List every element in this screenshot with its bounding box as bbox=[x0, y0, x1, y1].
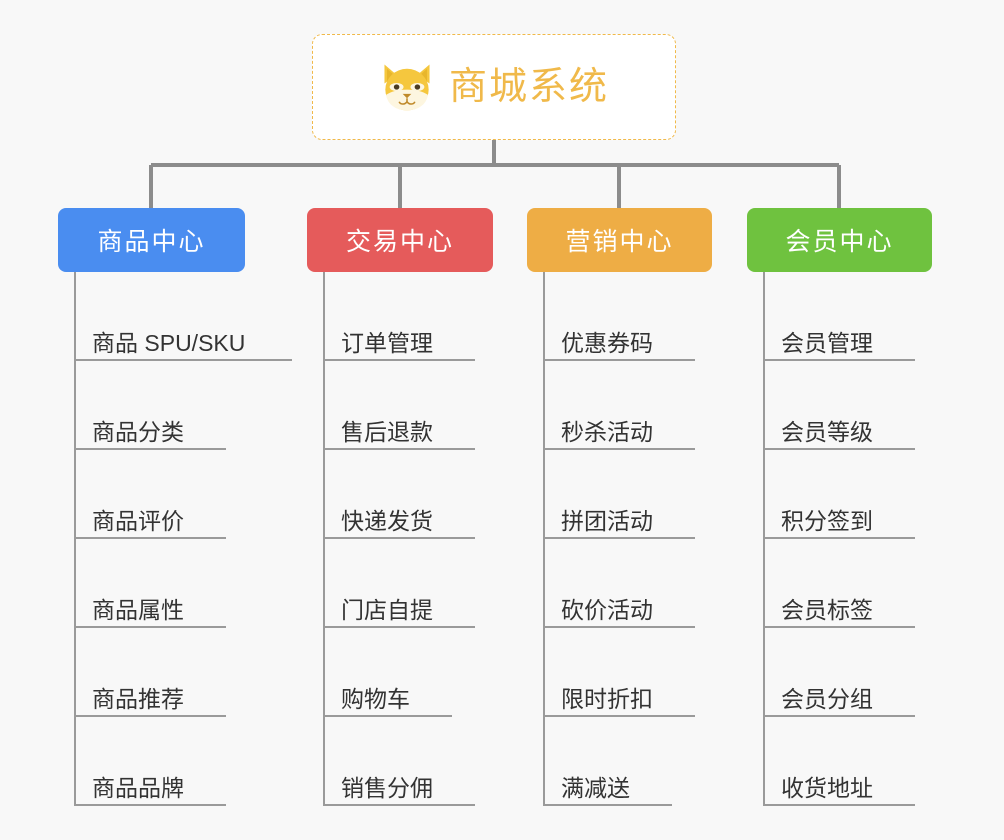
leaf-underline bbox=[74, 626, 226, 628]
category-label: 交易中心 bbox=[345, 228, 454, 256]
category-header-member-center[interactable]: 会员中心 bbox=[747, 208, 932, 272]
leaf-underline bbox=[763, 626, 915, 628]
leaf-underline bbox=[74, 359, 292, 361]
leaf-label: 砍价活动 bbox=[561, 597, 653, 623]
column-spine bbox=[543, 272, 545, 806]
leaf-underline bbox=[323, 715, 452, 717]
leaf-label: 会员标签 bbox=[781, 597, 873, 623]
root-title: 商城系统 bbox=[448, 66, 609, 108]
leaf-item[interactable]: 会员分组 bbox=[747, 628, 932, 717]
category-label: 商品中心 bbox=[97, 228, 206, 256]
leaf-list-product-center: 商品 SPU/SKU 商品分类 商品评价 商品属性 商品推荐 商品品牌 bbox=[58, 272, 292, 806]
leaf-underline bbox=[74, 448, 226, 450]
column-spine bbox=[763, 272, 765, 806]
leaf-underline bbox=[323, 359, 475, 361]
leaf-underline bbox=[543, 359, 695, 361]
leaf-item[interactable]: 商品属性 bbox=[58, 539, 245, 628]
leaf-underline bbox=[323, 804, 475, 806]
leaf-list-member-center: 会员管理 会员等级 积分签到 会员标签 会员分组 收货地址 bbox=[747, 272, 932, 806]
leaf-label: 会员管理 bbox=[781, 330, 873, 356]
leaf-underline bbox=[763, 359, 915, 361]
leaf-item[interactable]: 会员管理 bbox=[747, 272, 932, 361]
leaf-underline bbox=[323, 537, 475, 539]
leaf-label: 商品属性 bbox=[92, 597, 184, 623]
category-label: 会员中心 bbox=[785, 228, 894, 256]
leaf-item[interactable]: 商品 SPU/SKU bbox=[58, 272, 292, 361]
leaf-item[interactable]: 商品品牌 bbox=[58, 717, 245, 806]
leaf-label: 会员等级 bbox=[781, 419, 873, 445]
leaf-label: 优惠券码 bbox=[561, 330, 653, 356]
leaf-underline bbox=[763, 448, 915, 450]
leaf-label: 拼团活动 bbox=[561, 508, 653, 534]
leaf-underline bbox=[543, 715, 695, 717]
leaf-item[interactable]: 会员标签 bbox=[747, 539, 932, 628]
leaf-label: 快递发货 bbox=[341, 508, 433, 534]
leaf-item[interactable]: 订单管理 bbox=[307, 272, 493, 361]
leaf-label: 限时折扣 bbox=[561, 686, 653, 712]
leaf-label: 订单管理 bbox=[341, 330, 433, 356]
leaf-label: 积分签到 bbox=[781, 508, 873, 534]
leaf-item[interactable]: 购物车 bbox=[307, 628, 493, 717]
leaf-item[interactable]: 砍价活动 bbox=[527, 539, 712, 628]
leaf-item[interactable]: 秒杀活动 bbox=[527, 361, 712, 450]
leaf-label: 售后退款 bbox=[341, 419, 433, 445]
leaf-underline bbox=[543, 626, 695, 628]
leaf-item[interactable]: 积分签到 bbox=[747, 450, 932, 539]
leaf-underline bbox=[323, 448, 475, 450]
category-header-product-center[interactable]: 商品中心 bbox=[58, 208, 245, 272]
leaf-label: 满减送 bbox=[561, 775, 630, 801]
leaf-underline bbox=[543, 537, 695, 539]
leaf-underline bbox=[74, 715, 226, 717]
leaf-item[interactable]: 售后退款 bbox=[307, 361, 493, 450]
column-marketing-center: 营销中心 优惠券码 秒杀活动 拼团活动 砍价活动 限时折扣 bbox=[527, 208, 712, 806]
leaf-label: 商品 SPU/SKU bbox=[92, 330, 246, 356]
leaf-underline bbox=[74, 537, 226, 539]
category-header-trade-center[interactable]: 交易中心 bbox=[307, 208, 493, 272]
root-node[interactable]: 商城系统 bbox=[312, 34, 676, 140]
leaf-item[interactable]: 销售分佣 bbox=[307, 717, 493, 806]
leaf-underline bbox=[323, 626, 475, 628]
leaf-underline bbox=[74, 804, 226, 806]
column-member-center: 会员中心 会员管理 会员等级 积分签到 会员标签 会员分组 bbox=[747, 208, 932, 806]
leaf-item[interactable]: 快递发货 bbox=[307, 450, 493, 539]
leaf-list-marketing-center: 优惠券码 秒杀活动 拼团活动 砍价活动 限时折扣 满减送 bbox=[527, 272, 712, 806]
leaf-label: 商品品牌 bbox=[92, 775, 184, 801]
category-label: 营销中心 bbox=[565, 228, 674, 256]
leaf-item[interactable]: 会员等级 bbox=[747, 361, 932, 450]
leaf-list-trade-center: 订单管理 售后退款 快递发货 门店自提 购物车 销售分佣 bbox=[307, 272, 493, 806]
column-spine bbox=[323, 272, 325, 806]
leaf-item[interactable]: 商品分类 bbox=[58, 361, 245, 450]
leaf-underline bbox=[763, 537, 915, 539]
leaf-underline bbox=[763, 715, 915, 717]
leaf-underline bbox=[543, 448, 695, 450]
leaf-label: 商品分类 bbox=[92, 419, 184, 445]
leaf-item[interactable]: 商品推荐 bbox=[58, 628, 245, 717]
category-header-marketing-center[interactable]: 营销中心 bbox=[527, 208, 712, 272]
leaf-label: 会员分组 bbox=[781, 686, 873, 712]
leaf-item[interactable]: 限时折扣 bbox=[527, 628, 712, 717]
leaf-item[interactable]: 收货地址 bbox=[747, 717, 932, 806]
leaf-label: 销售分佣 bbox=[341, 775, 433, 801]
shiba-dog-face-icon bbox=[384, 64, 430, 111]
leaf-underline bbox=[763, 804, 915, 806]
leaf-label: 门店自提 bbox=[341, 597, 433, 623]
leaf-label: 秒杀活动 bbox=[561, 419, 653, 445]
leaf-item[interactable]: 门店自提 bbox=[307, 539, 493, 628]
column-spine bbox=[74, 272, 76, 806]
leaf-item[interactable]: 拼团活动 bbox=[527, 450, 712, 539]
leaf-label: 收货地址 bbox=[781, 775, 873, 801]
leaf-label: 商品推荐 bbox=[92, 686, 184, 712]
leaf-item[interactable]: 优惠券码 bbox=[527, 272, 712, 361]
column-trade-center: 交易中心 订单管理 售后退款 快递发货 门店自提 购物车 bbox=[307, 208, 493, 806]
leaf-item[interactable]: 商品评价 bbox=[58, 450, 245, 539]
leaf-underline bbox=[543, 804, 672, 806]
column-product-center: 商品中心 商品 SPU/SKU 商品分类 商品评价 商品属性 商品推 bbox=[58, 208, 292, 806]
leaf-label: 商品评价 bbox=[92, 508, 184, 534]
leaf-item[interactable]: 满减送 bbox=[527, 717, 712, 806]
leaf-label: 购物车 bbox=[341, 686, 410, 712]
